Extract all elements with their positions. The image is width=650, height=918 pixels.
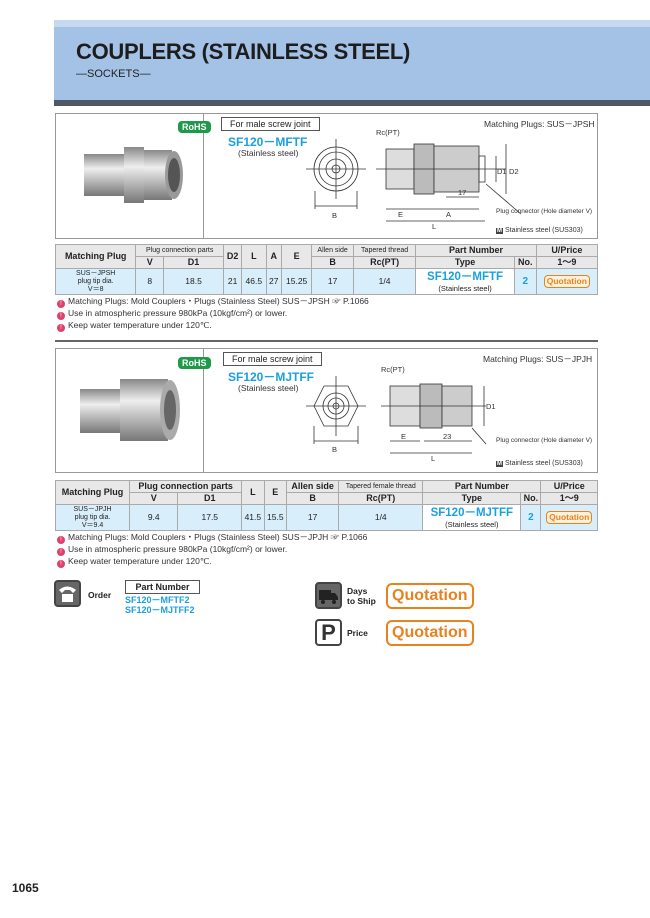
dim-17: 17	[458, 188, 466, 197]
price-quotation[interactable]: Quotation	[386, 620, 474, 646]
dim-e: E	[401, 432, 406, 441]
dim-e: E	[398, 210, 403, 219]
page-title: COUPLERS (STAINLESS STEEL)	[76, 39, 411, 64]
dim-b: B	[332, 445, 337, 454]
dim-23: 23	[443, 432, 451, 441]
dim-l: L	[432, 222, 436, 231]
product-material: (Stainless steel)	[238, 148, 299, 158]
connector-label: Plug connector (Hole diameter V)	[496, 437, 593, 444]
divider	[55, 340, 598, 342]
price-label: Price	[347, 628, 368, 638]
coupler-photo-icon	[84, 147, 183, 203]
dimension-drawing: B Rc(PT) E A L 17 D1 D2	[306, 129, 522, 231]
part-number-header: Part Number	[125, 580, 200, 594]
dim-l: L	[431, 454, 435, 463]
page-number: 1065	[12, 881, 39, 895]
order-part[interactable]: SF120－MFTF2	[125, 595, 190, 605]
matching-plugs: Matching Plugs: SUS－JPSH	[484, 119, 595, 129]
quotation-button[interactable]: Quotation	[546, 511, 593, 524]
dimension-drawing: B Rc(PT) E 23 L D1	[306, 365, 496, 463]
notes-1: !Matching Plugs: Mold Couplers・Plugs (St…	[57, 296, 598, 332]
product-panel-1: RoHS For male screw joint SF120－MFTF (St…	[55, 113, 598, 239]
price-p-icon: P	[315, 619, 342, 646]
dim-d1: D1	[486, 402, 496, 411]
product-panel-2: RoHS For male screw joint SF120－MJTFF (S…	[55, 348, 598, 473]
truck-icon	[315, 582, 342, 609]
product-photo	[56, 349, 204, 472]
part-type[interactable]: SF120－MFTF	[427, 270, 504, 283]
rohs-badge: RoHS	[178, 121, 211, 133]
info-icon: !	[57, 300, 65, 308]
info-icon: !	[57, 312, 65, 320]
ship-quotation[interactable]: Quotation	[386, 583, 474, 609]
product-photo	[56, 114, 204, 238]
notes-2: !Matching Plugs: Mold Couplers・Plugs (St…	[57, 532, 598, 568]
phone-icon	[54, 580, 81, 607]
info-icon: !	[57, 560, 65, 568]
dim-rc: Rc(PT)	[381, 365, 405, 374]
dim-d2: D2	[509, 167, 519, 176]
matching-plugs: Matching Plugs: SUS－JPJH	[483, 354, 593, 364]
order-part-list: SF120－MFTF2 SF120－MJTFF2	[125, 595, 195, 615]
dim-rc: Rc(PT)	[376, 129, 400, 137]
info-icon: !	[57, 548, 65, 556]
info-icon: !	[57, 536, 65, 544]
coupler-photo-icon	[80, 379, 180, 441]
dim-b: B	[332, 211, 337, 220]
info-icon: !	[57, 324, 65, 332]
product-type: SF120－MFTF	[228, 135, 308, 149]
header-band: COUPLERS (STAINLESS STEEL) —SOCKETS—	[54, 20, 650, 106]
dim-d1: D1	[497, 167, 507, 176]
joint-label: For male screw joint	[223, 352, 322, 366]
page-subtitle: —SOCKETS—	[76, 68, 151, 80]
joint-label: For male screw joint	[221, 117, 320, 131]
rohs-badge: RoHS	[178, 357, 211, 369]
connector-label: Plug connector (Hole diameter V)	[496, 208, 593, 215]
product-type: SF120－MJTFF	[228, 370, 315, 384]
order-part[interactable]: SF120－MJTFF2	[125, 605, 195, 615]
order-label: Order	[88, 590, 112, 600]
dim-a: A	[446, 210, 451, 219]
quotation-button[interactable]: Quotation	[543, 275, 590, 288]
part-type[interactable]: SF120－MJTFF	[430, 506, 514, 519]
product-material: (Stainless steel)	[238, 383, 299, 393]
